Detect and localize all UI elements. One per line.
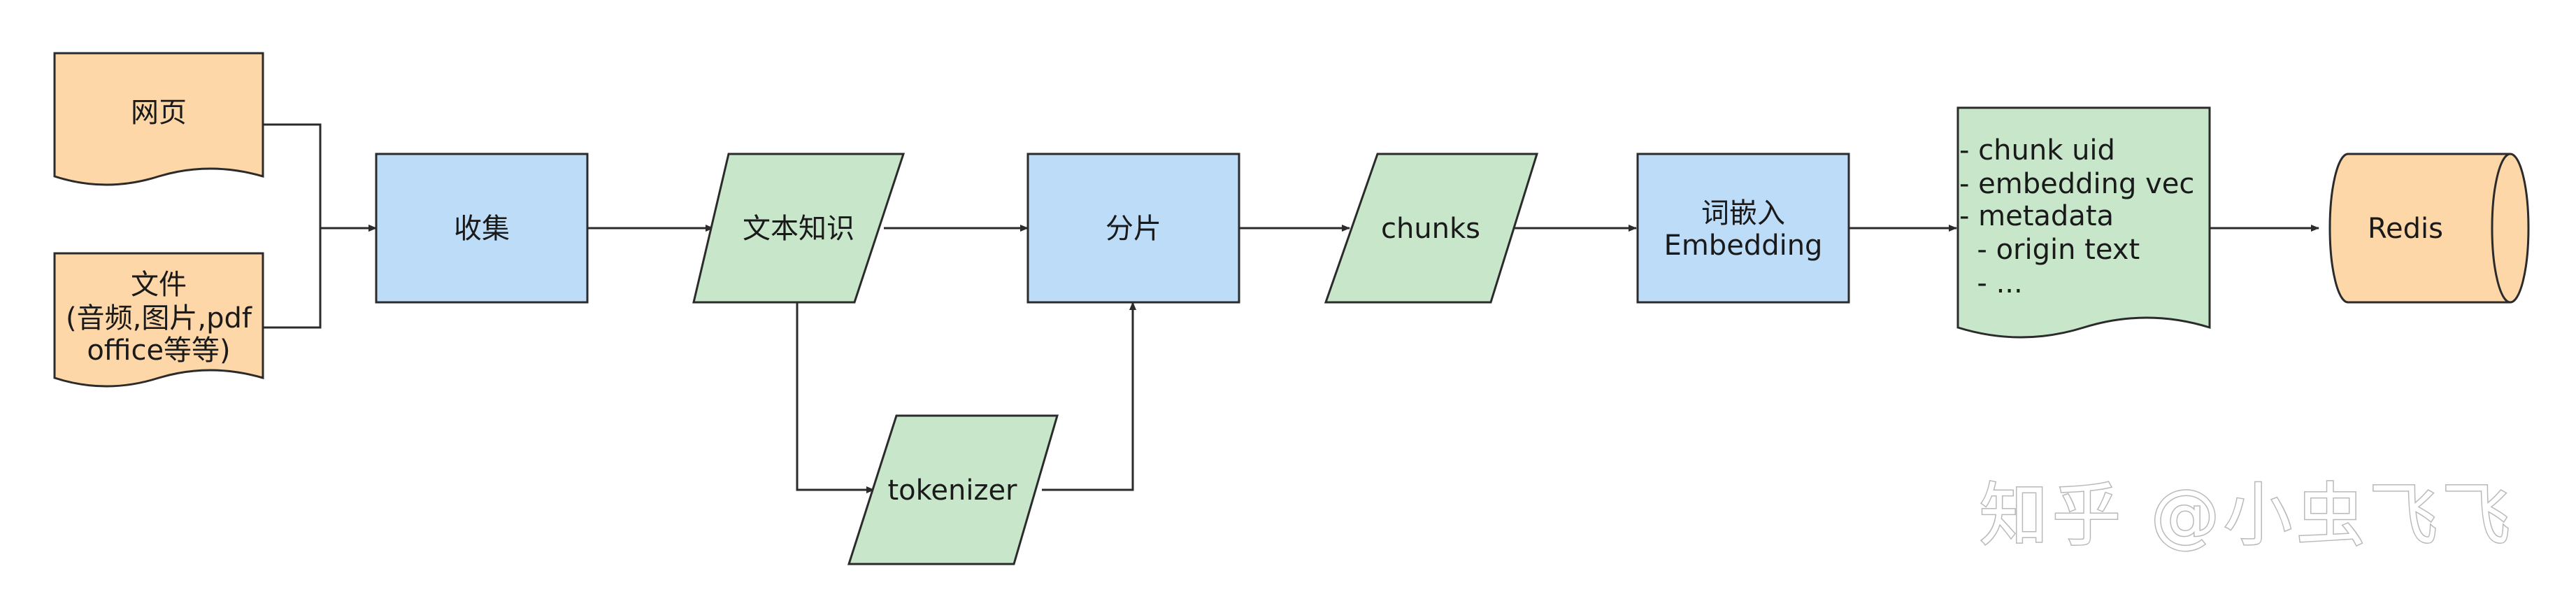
node-web-page: 网页 (53, 52, 264, 186)
tokenizer-label: tokenizer (887, 474, 1017, 507)
watermark-text: 知乎 @小虫飞飞 (1980, 476, 2514, 556)
embedding-label-line1: 词嵌入 (1701, 197, 1785, 230)
collect-label: 收集 (454, 213, 510, 245)
embedding-label-line2: Embedding (1664, 230, 1823, 262)
split-label: 分片 (1105, 213, 1161, 245)
record-line-4: - origin text (1959, 234, 2140, 266)
edge-files-collect (263, 225, 377, 329)
document-shape (53, 252, 264, 388)
connectors (263, 123, 2319, 493)
files-label-line1: 文件 (131, 269, 187, 301)
node-tokenizer: tokenizer (847, 414, 1059, 565)
node-split: 分片 (1026, 153, 1240, 304)
data-parallelogram (1324, 153, 1539, 304)
record-line-1: - chunk uid (1959, 134, 2115, 167)
files-label-line3: office等等) (87, 334, 230, 367)
node-record: - chunk uid - embedding vec - metadata -… (1956, 106, 2211, 339)
node-collect: 收集 (375, 153, 589, 304)
web-page-label: 网页 (131, 97, 187, 129)
edge-textknowledge-tokenizer (796, 302, 875, 493)
edge-tokenizer-split (1042, 302, 1136, 491)
process-box (1636, 153, 1850, 304)
node-embedding: 词嵌入 Embedding (1636, 153, 1850, 304)
node-files: 文件 (音频,图片,pdf office等等) (53, 252, 264, 388)
node-chunks: chunks (1324, 153, 1539, 304)
data-parallelogram (847, 414, 1059, 565)
document-shape (1956, 106, 2211, 339)
files-label-line2: (音频,图片,pdf (66, 302, 252, 334)
node-text-knowledge: 文本知识 (692, 153, 906, 304)
cylinder-rim (2491, 153, 2511, 304)
record-line-5: - ... (1959, 267, 2023, 300)
document-shape (53, 52, 264, 186)
record-line-3: - metadata (1959, 200, 2114, 232)
redis-label: Redis (2368, 213, 2443, 245)
edge-webpage-collect (263, 123, 377, 232)
data-parallelogram (692, 153, 906, 304)
process-box (375, 153, 589, 304)
text-knowledge-label: 文本知识 (743, 213, 854, 245)
process-box (1026, 153, 1240, 304)
record-line-2: - embedding vec (1959, 168, 2194, 200)
chunks-label: chunks (1381, 213, 1480, 245)
node-redis: Redis (2328, 153, 2530, 304)
